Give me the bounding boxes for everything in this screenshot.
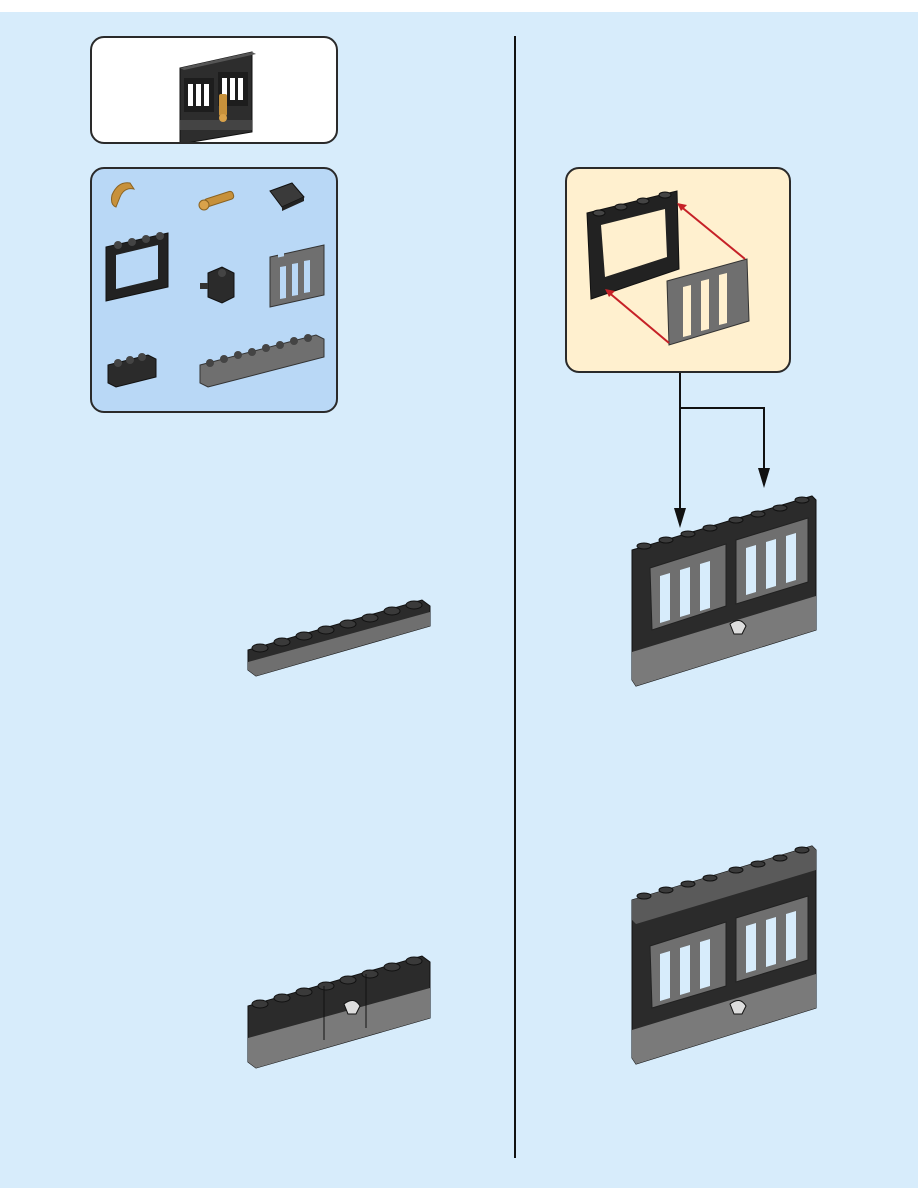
- top-strip: [0, 0, 918, 12]
- window-frame-icon: [106, 232, 168, 301]
- gold-telescope-icon: [199, 191, 235, 210]
- step-finished-wall: [626, 830, 826, 1070]
- gold-hook-icon: [112, 183, 135, 207]
- column-divider: [514, 36, 516, 1158]
- red-arrow-icon: [679, 205, 745, 259]
- arrow-path: [680, 373, 764, 470]
- red-arrow-icon: [607, 291, 669, 343]
- parts-list-panel: [90, 167, 338, 413]
- wall-preview-illustration: [92, 38, 336, 142]
- step-wall-with-windows: [626, 480, 826, 700]
- step-base-with-clip: [240, 932, 440, 1072]
- brick-1x3-icon: [108, 353, 156, 387]
- completed-model-preview: [90, 36, 338, 144]
- sub-assembly-callout: [565, 167, 791, 373]
- slope-brick-icon: [270, 183, 304, 211]
- bar-grille-icon: [270, 222, 324, 307]
- brick-1x8-icon: [200, 334, 324, 387]
- parts-illustrations: [92, 169, 336, 411]
- clip-brick-icon: [200, 267, 234, 303]
- step-brick-1x8: [240, 580, 440, 700]
- window-grille-assembly: [567, 169, 789, 371]
